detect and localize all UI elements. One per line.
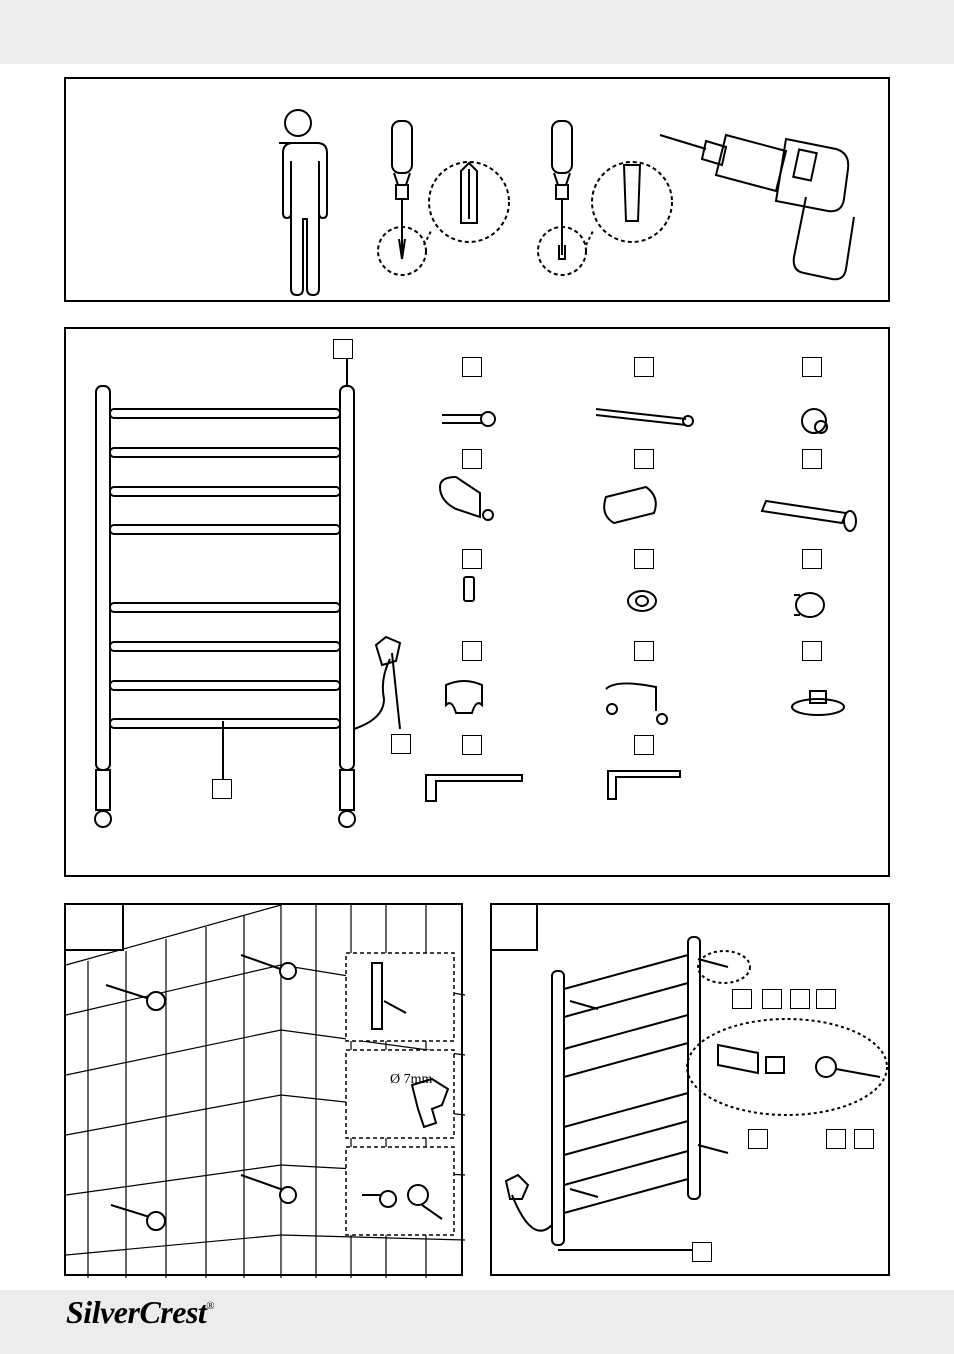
brand-name: SilverCrest [66, 1294, 207, 1330]
part-label-box [634, 549, 654, 569]
tools-panel [64, 77, 890, 302]
step-drill-inset [345, 1049, 455, 1139]
slotted-screwdriver-icon [537, 120, 673, 276]
part-label-box [802, 549, 822, 569]
part-label-box [634, 449, 654, 469]
part-label-box [692, 1242, 712, 1262]
part-label-box [802, 449, 822, 469]
step-anchor-inset [345, 1146, 455, 1236]
part-label-box [634, 641, 654, 661]
part-label-box [333, 339, 353, 359]
brand-logo: SilverCrest® [66, 1294, 215, 1331]
tools-illustration [279, 109, 855, 297]
wall-tiles-illustration [65, 904, 466, 1278]
part-label-box [462, 357, 482, 377]
step-number-box [490, 903, 538, 951]
phillips-screwdriver-icon [377, 120, 510, 276]
part-label-box [826, 1129, 846, 1149]
part-label-box [816, 989, 836, 1009]
wall-mounting-panel: Ø 7mm [64, 903, 466, 1278]
part-label-box [462, 735, 482, 755]
header-band [0, 0, 954, 64]
part-label-box [634, 357, 654, 377]
parts-panel [64, 327, 890, 877]
step-number-box [64, 903, 124, 951]
part-label-box [854, 1129, 874, 1149]
hardware-parts [425, 408, 857, 802]
part-label-box [462, 549, 482, 569]
person-icon [279, 109, 328, 297]
footer-band [0, 1290, 954, 1354]
part-label-box [391, 734, 411, 754]
part-label-box [748, 1129, 768, 1149]
part-label-box [462, 641, 482, 661]
power-drill-icon [659, 133, 855, 281]
towel-rail-icon [94, 359, 402, 828]
drill-size-label: Ø 7mm [390, 1072, 433, 1087]
rail-assembly-panel [490, 903, 890, 1276]
step-level-inset [345, 952, 455, 1042]
part-label-box [790, 989, 810, 1009]
part-label-box [802, 357, 822, 377]
rail-assembly-illustration [504, 936, 888, 1251]
brand-registered-mark: ® [206, 1300, 215, 1312]
part-label-box [462, 449, 482, 469]
part-label-box [762, 989, 782, 1009]
parts-illustration [94, 359, 857, 828]
part-label-box [732, 989, 752, 1009]
part-label-box [802, 641, 822, 661]
part-label-box [212, 779, 232, 799]
wall-bracket-icon [105, 954, 297, 1231]
part-label-box [634, 735, 654, 755]
